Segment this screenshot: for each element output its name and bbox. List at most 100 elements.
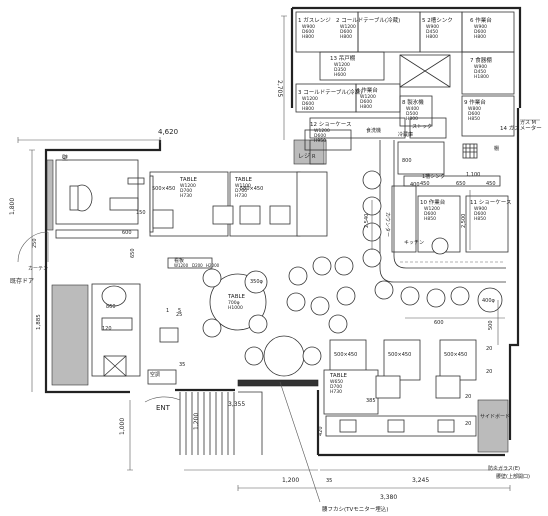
chair-size: 580×450 [240, 186, 263, 192]
equipment-name: 13 吊戸棚 [330, 54, 356, 62]
dim-3355: 3,355 [228, 401, 245, 408]
equipment-spec: D600 [474, 29, 486, 35]
equipment-spec: W1200 [334, 62, 350, 68]
label-150: 150 [136, 210, 146, 216]
misc-labels: 壁 カーテン 既存ドア レジ ストック 冷蔵庫 食洗機 サイドボード 看板 W1… [10, 119, 536, 513]
equipment-spec: W900 [474, 24, 487, 30]
dim-20: 20 [465, 394, 471, 400]
equipment-spec: D600 [340, 29, 352, 35]
sign-spec: H2000 [206, 263, 220, 268]
table-spec: D700 [180, 188, 192, 194]
table-spec: H730 [180, 193, 192, 199]
equipment-spec: H800 [302, 34, 314, 40]
dim-3245: 3,245 [412, 477, 429, 484]
dim-1000: 1,000 [119, 418, 126, 435]
dim-20-c: 20 [486, 346, 492, 352]
table-spec: W650 [330, 379, 343, 385]
dim-250: 250 [32, 238, 38, 248]
dim-420: 420 [318, 426, 324, 436]
label-800: 800 [402, 158, 412, 164]
dim-500: 500 [488, 320, 494, 330]
equipment-spec: H850 [468, 116, 480, 122]
label-1: 1 [166, 308, 169, 314]
stools [362, 170, 470, 308]
dimension-text: 4,620 2,705 1,800 250 600 650 1,885 3,35… [9, 80, 496, 501]
counter [379, 140, 506, 283]
entrance [144, 381, 321, 503]
equipment-spec: H850 [424, 216, 436, 222]
table-spec: H730 [235, 193, 247, 199]
label-5: 5 [178, 308, 181, 314]
glass-label: 防炎ガラス(E) [488, 465, 520, 472]
bar-stool [400, 286, 420, 306]
equipment-spec: H1800 [474, 74, 489, 80]
sign-spec: D200 [192, 263, 203, 268]
equipment-spec: D600 [314, 133, 326, 139]
equipment-name: 5 2槽シンク [422, 16, 453, 24]
equipment-spec: H800 [360, 104, 372, 110]
wall-label: 壁 [62, 154, 68, 162]
dim-20-b: 20 [465, 421, 471, 427]
dimension-lines [17, 15, 540, 491]
table-spec: D700 [235, 188, 247, 194]
table-label: TABLE [227, 294, 246, 300]
equipment-spec: H950 [314, 138, 326, 144]
dim-1885: 1,885 [36, 314, 42, 330]
bar-stool [450, 286, 470, 306]
equipment-spec: D600 [302, 101, 314, 107]
equipment-spec: D600 [360, 99, 372, 105]
equipment-name: 2 コールドテーブル(冷蔵) [336, 16, 400, 24]
size-labels: 500×450 580×450 350φ 400φ 500×450 500×45… [152, 186, 496, 358]
equipment-spec: W900 [426, 24, 439, 30]
bar-stool [426, 288, 446, 308]
equipment-spec: W900 [302, 24, 315, 30]
shelf-label: 棚 [494, 145, 499, 152]
dim-1200-vertical: 1,200 [193, 413, 200, 430]
equipment-spec: D500 [406, 111, 418, 117]
equipment-spec: W1200 [360, 94, 376, 100]
dim-600-b: 600 [434, 320, 444, 326]
dim-35: 35 [326, 478, 332, 484]
register-label: レジ [298, 153, 310, 160]
dim-385: 385 [366, 398, 376, 404]
dim-1800: 1,800 [9, 198, 16, 215]
dim-1200: 1,200 [282, 477, 299, 484]
gas-meter-label: ガス M [520, 119, 536, 126]
chair-size: 500×450 [388, 352, 411, 358]
chair-size: 500×450 [444, 352, 467, 358]
dim-20-d: 20 [486, 369, 492, 375]
dim-650: 650 [130, 248, 136, 258]
equipment-name: 6 作業台 [470, 16, 492, 24]
dim-450-b: 450 [486, 181, 496, 187]
sideboard-label: サイドボード [480, 413, 510, 420]
restrooms [17, 159, 213, 385]
dim-1100: 1,100 [466, 172, 480, 178]
equipment-name: 10 作業台 [420, 198, 446, 206]
one-sink-label: 1槽シンク [422, 173, 445, 180]
dim-2500: 2,500 [461, 214, 467, 228]
equipment-spec: H800 [426, 34, 438, 40]
entrance-label: ENT [156, 404, 171, 412]
dim-450: 450 [420, 181, 430, 187]
equipment-spec: W1200 [340, 24, 356, 30]
upper-wall-label: 腰壁(上部開口) [496, 473, 530, 480]
label-860: 860 [106, 304, 116, 310]
equipment-name: 9 作業台 [464, 98, 486, 106]
sign-label: 看板 [174, 257, 184, 264]
label-r: R [312, 154, 316, 160]
equipment-spec: D450 [474, 69, 486, 75]
chair-size: 500×450 [334, 352, 357, 358]
equipment-spec: D600 [468, 111, 480, 117]
dishwasher-label: 食洗機 [366, 127, 381, 134]
equipment-spec: H800 [474, 34, 486, 40]
equipment-name: 7 食器棚 [470, 56, 492, 64]
table-spec: 700φ [228, 300, 240, 306]
equipment-spec: D600 [302, 29, 314, 35]
sign-spec: W1200 [174, 263, 189, 268]
kitchen-label: キッチン [404, 240, 424, 246]
dim-2540: 2,540 [364, 214, 370, 228]
table-spec: H730 [330, 389, 342, 395]
equipment-spec: W900 [474, 206, 487, 212]
bar-stool [374, 280, 394, 300]
